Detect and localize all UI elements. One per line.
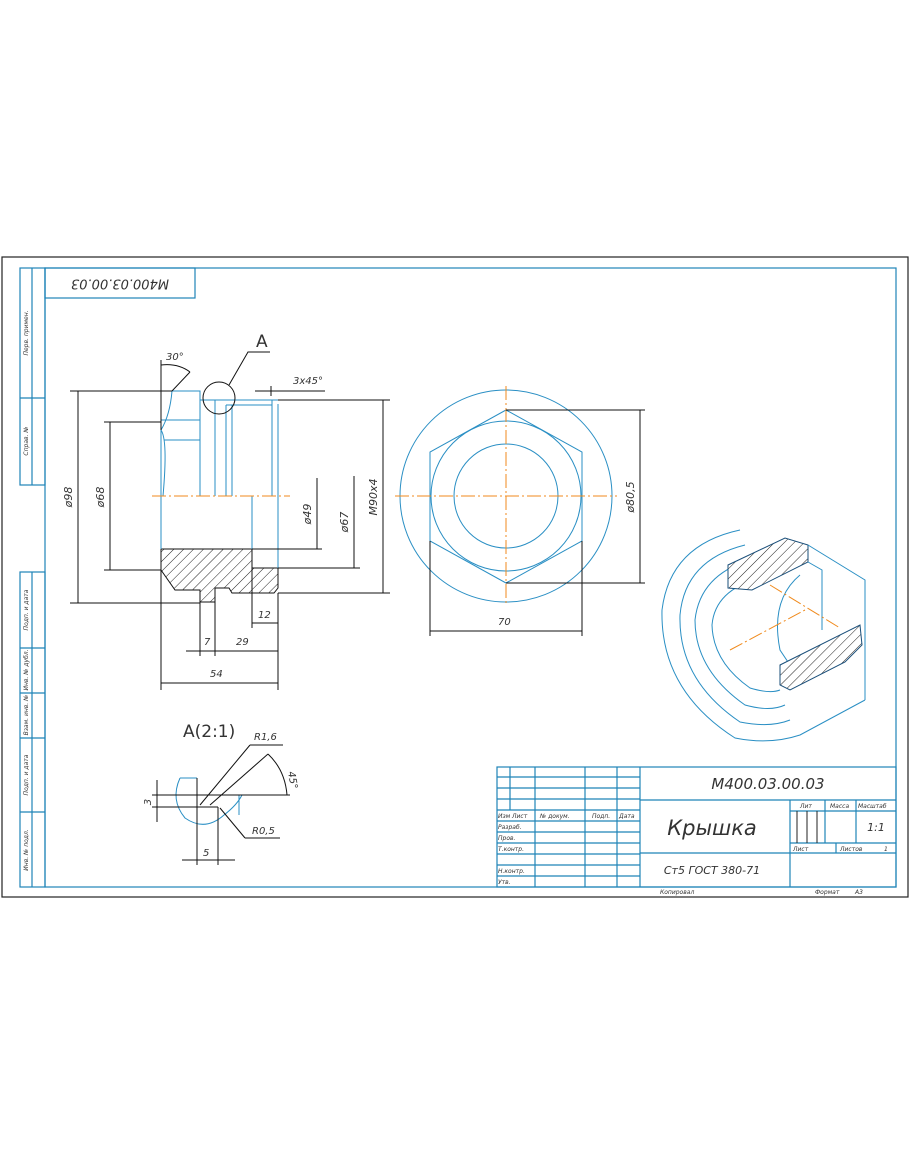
dim-d49: ø49 bbox=[301, 504, 314, 526]
col-label: Подп. bbox=[592, 813, 610, 820]
copied-label: Копировал bbox=[660, 889, 694, 896]
sheet-border bbox=[1, 256, 909, 898]
row-label: Утв. bbox=[498, 879, 511, 886]
row-label: Пров. bbox=[498, 835, 516, 842]
isometric-view bbox=[661, 529, 866, 742]
scale-value: 1:1 bbox=[867, 821, 885, 834]
dim-chamfer: 3х45° bbox=[293, 376, 323, 387]
dim-d67: ø67 bbox=[338, 512, 351, 534]
format-label: Формат bbox=[815, 889, 840, 896]
col-label: № докум. bbox=[539, 813, 570, 820]
strip-label: Инв. № дубл. bbox=[23, 649, 30, 690]
scale-label: Масштаб bbox=[858, 803, 887, 810]
dim-r0-5: R0,5 bbox=[252, 826, 275, 837]
col-label: Изм bbox=[498, 813, 511, 820]
row-label: Т.контр. bbox=[498, 846, 524, 853]
row-label: Разраб. bbox=[498, 824, 522, 831]
view-a-label: А bbox=[256, 332, 268, 352]
dim-d80-5: ø80,5 bbox=[624, 481, 637, 513]
dim-7: 7 bbox=[204, 637, 211, 648]
sheets-label: Листов bbox=[839, 846, 863, 853]
strip-label: Инв. № подл. bbox=[23, 829, 30, 870]
dim-d98: ø98 bbox=[62, 487, 75, 509]
strip-label: Справ. № bbox=[23, 426, 30, 455]
dim-3: 3 bbox=[143, 799, 154, 805]
document-code: М400.03.00.03 bbox=[711, 775, 824, 793]
strip-label: Подп. и дата bbox=[23, 589, 30, 630]
strip-label: Перв. примен. bbox=[23, 310, 30, 355]
dim-m90: М90х4 bbox=[367, 479, 380, 516]
side-strip: Перв. примен. Справ. № Подп. и дата Инв.… bbox=[19, 267, 46, 888]
col-label: Дата bbox=[618, 813, 635, 820]
dim-5: 5 bbox=[203, 848, 209, 859]
strip-label: Подп. и дата bbox=[23, 754, 30, 795]
strip-label: Взам. инв. № bbox=[23, 695, 30, 736]
sheet-label: Лист bbox=[792, 846, 809, 853]
material: Ст5 ГОСТ 380-71 bbox=[664, 864, 760, 877]
detail-title: А(2:1) bbox=[183, 722, 235, 742]
dim-d68: ø68 bbox=[94, 487, 107, 509]
dim-angle-30: 30° bbox=[166, 352, 184, 363]
dim-70: 70 bbox=[498, 617, 511, 628]
rotated-code-box: М400.03.00.03 bbox=[44, 267, 196, 299]
sheets-value: 1 bbox=[884, 846, 888, 853]
part-name: Крышка bbox=[667, 816, 757, 840]
detail-a: А(2:1) R1,6 R0,5 45° 3 5 bbox=[143, 722, 299, 865]
dim-29: 29 bbox=[236, 637, 249, 648]
front-view-section: А ø98 ø68 ø49 ø67 М90х4 30° 3х bbox=[62, 332, 390, 690]
col-label: Лист bbox=[511, 813, 528, 820]
dim-54: 54 bbox=[210, 669, 223, 680]
rotated-document-code: М400.03.00.03 bbox=[71, 276, 169, 291]
dim-12: 12 bbox=[258, 610, 271, 621]
top-view: ø80,5 70 bbox=[395, 386, 645, 636]
dim-angle-45: 45° bbox=[285, 771, 299, 790]
title-block: Изм Лист № докум. Подп. Дата Разраб. Про… bbox=[496, 766, 897, 896]
section-hatch bbox=[160, 548, 279, 603]
format-value: А3 bbox=[854, 889, 863, 896]
dim-r1-6: R1,6 bbox=[254, 732, 277, 743]
detail-a-marker bbox=[202, 381, 236, 415]
row-label: Н.контр. bbox=[498, 868, 525, 875]
mass-label: Масса bbox=[830, 803, 849, 810]
lit-label: Лит bbox=[799, 803, 812, 810]
